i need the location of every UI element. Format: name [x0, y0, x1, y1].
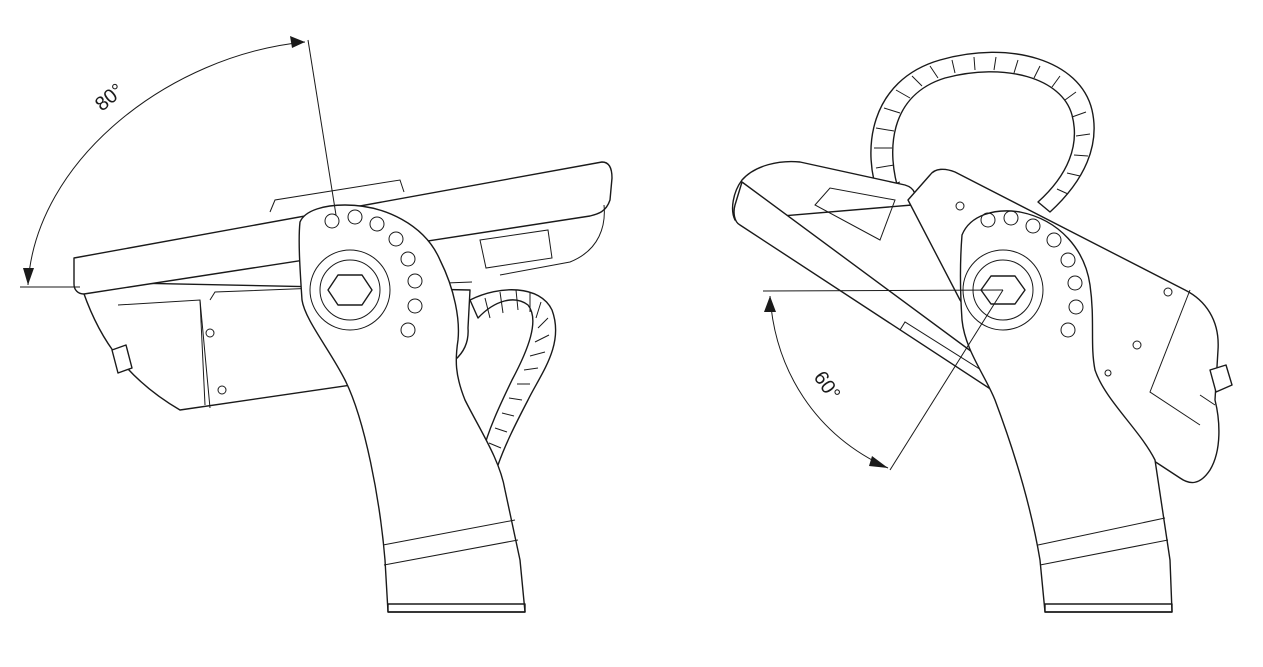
right-screw-icon: [1132, 340, 1142, 350]
left-connector: [111, 344, 133, 374]
left-screw-icon: [205, 328, 215, 338]
right-angle-label: 60°: [809, 367, 844, 404]
right-screw-icon: [1163, 287, 1173, 297]
left-screw-icon: [217, 385, 227, 395]
left-figure: 80°: [20, 36, 613, 613]
right-connector: [1209, 364, 1233, 393]
right-handle: [959, 210, 1173, 613]
right-figure: 60°: [731, 51, 1233, 613]
left-hinge-holes: [324, 209, 423, 338]
right-hinge-holes: [980, 210, 1084, 338]
left-handle: [298, 204, 526, 613]
left-pivot-washer: [309, 249, 391, 331]
right-screw-icon: [955, 201, 965, 211]
left-angle-label: 80°: [91, 80, 128, 116]
left-pivot-bolt-icon: [327, 274, 373, 306]
